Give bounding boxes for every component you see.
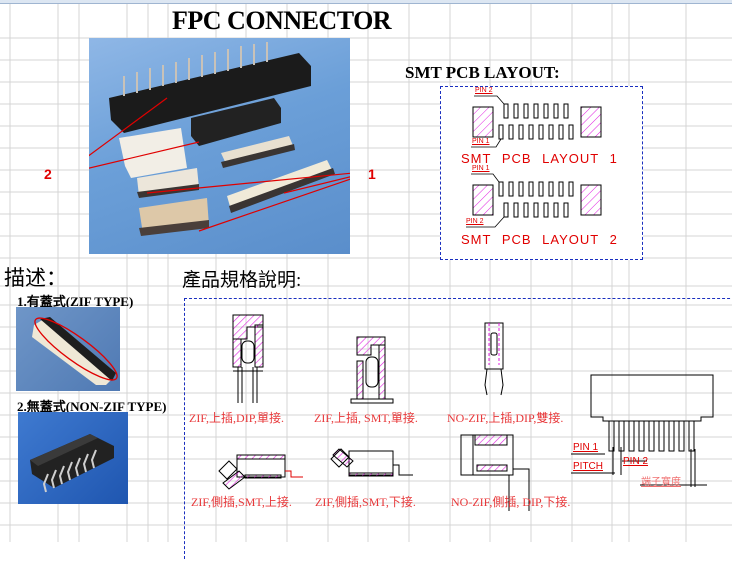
drawing-zif-side-smt-down xyxy=(330,448,413,477)
layout2-caption: SMT PCB LAYOUT 2 xyxy=(461,232,618,247)
caption-zif-top-smt: ZIF,上插, SMT,單接. xyxy=(314,411,418,425)
drawing-pin-pitch xyxy=(571,374,714,487)
spec-heading: 產品規格說明: xyxy=(182,270,302,291)
pitch-label: PITCH xyxy=(573,461,603,472)
column-header-bar xyxy=(0,0,732,4)
layout2-pin-bottom-label: PIN 2 xyxy=(466,218,484,225)
callout-number-2: 2 xyxy=(44,166,52,182)
drawing-nozif-top-dip xyxy=(484,322,504,396)
page-title: FPC CONNECTOR xyxy=(172,6,392,35)
pin1-label: PIN 1 xyxy=(573,442,599,453)
drawing-zif-side-smt-up xyxy=(218,454,303,490)
black-pin-header-large xyxy=(109,42,311,133)
spec-drawing-area: ZIF,上插,DIP,單接. ZIF,上插, SMT,單接. NO-ZIF,上插… xyxy=(184,298,732,559)
terminal-width-label: 端子寬度 xyxy=(641,477,681,488)
drawing-zif-top-smt xyxy=(350,336,394,404)
caption-zif-side-smt-up: ZIF,側插,SMT,上接. xyxy=(191,495,292,509)
product-photo xyxy=(89,38,350,254)
zif-type-photo xyxy=(16,307,120,391)
zif-type-label: 1.有蓋式(ZIF TYPE) xyxy=(17,294,134,309)
description-heading: 描述： xyxy=(4,266,67,290)
layout1-pin-top-label: PIN 2 xyxy=(475,87,493,94)
non-zif-type-photo xyxy=(18,412,128,504)
layout1-caption: SMT PCB LAYOUT 1 xyxy=(461,151,618,166)
smt-layout-1-drawing xyxy=(471,95,602,148)
non-zif-type-label: 2.無蓋式(NON-ZIF TYPE) xyxy=(17,399,167,414)
drawing-zif-top-dip xyxy=(232,314,264,403)
caption-nozif-side-dip: NO-ZIF,側插, DIP,下接. xyxy=(451,495,571,509)
callout-number-1: 1 xyxy=(368,166,376,182)
drawing-nozif-side-dip xyxy=(460,434,530,511)
layout1-pin-bottom-label: PIN 1 xyxy=(472,138,490,145)
smt-layout-heading: SMT PCB LAYOUT: xyxy=(405,63,560,82)
caption-zif-top-dip: ZIF,上插,DIP,單接. xyxy=(189,411,285,425)
smt-layout-box: PIN 2 PIN 1 SMT PCB LAYOUT 1 PIN 1 PIN 2… xyxy=(440,86,643,260)
layout2-pin-top-label: PIN 1 xyxy=(472,165,490,172)
smt-layout-2-drawing xyxy=(466,173,602,228)
pin2-label: PIN 2 xyxy=(623,456,649,467)
caption-nozif-top-dip: NO-ZIF,上插,DIP,雙接. xyxy=(447,411,564,425)
caption-zif-side-smt-down: ZIF,側插,SMT,下接. xyxy=(315,495,416,509)
